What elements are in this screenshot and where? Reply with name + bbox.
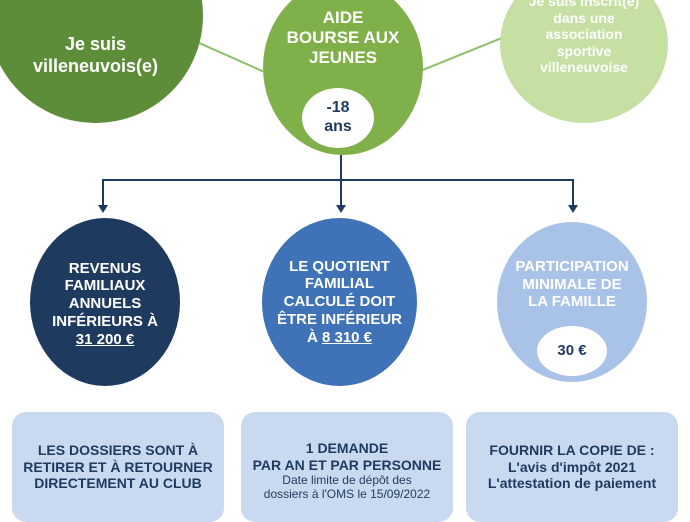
villeneuvois-circle: Je suis villeneuvois(e) (0, 0, 203, 123)
revenus-amount: 31 200 € (75, 330, 135, 348)
aide-line3: JEUNES (308, 48, 378, 68)
quotient-amount-line: À 8 310 € (307, 329, 372, 347)
association-line5: villeneuvoise (540, 59, 628, 76)
age-unit: ans (324, 118, 352, 135)
quotient-line3: CALCULÉ DOIT (283, 293, 396, 311)
demande-line1: 1 DEMANDE (305, 440, 389, 456)
revenus-circle: REVENUS FAMILIAUX ANNUELS INFÉRIEURS À 3… (30, 218, 180, 386)
aide-line2: BOURSE AUX (286, 28, 400, 48)
revenus-line4: INFÉRIEURS À (52, 312, 158, 330)
tree-branch-right (572, 179, 574, 205)
quotient-amount: 8 310 € (321, 328, 373, 346)
tree-bar (102, 179, 574, 181)
quotient-line4: ÊTRE INFÉRIEUR (276, 310, 402, 328)
fournir-line3: L'attestation de paiement (487, 475, 657, 492)
association-line4: sportive (556, 42, 612, 59)
aide-line1: AIDE (322, 8, 364, 27)
dossiers-box: LES DOSSIERS SONT À RETIRER ET À RETOURN… (12, 412, 224, 522)
fournir-line2: L'avis d'impôt 2021 (507, 458, 637, 475)
participation-amount: 30 € (557, 342, 587, 360)
participation-line1: PARTICIPATION (515, 258, 629, 275)
quotient-prefix: À (306, 328, 322, 346)
arrow-center (336, 205, 346, 213)
villeneuvois-line1: Je suis (64, 34, 127, 55)
association-line2: dans une (553, 9, 615, 26)
fournir-box: FOURNIR LA COPIE DE : L'avis d'impôt 202… (466, 412, 678, 522)
demande-line4: dossiers à l'OMS le 15/09/2022 (263, 487, 431, 502)
revenus-line3: ANNUELS (68, 295, 142, 313)
quotient-line1: LE QUOTIENT (289, 257, 390, 275)
revenus-line2: FAMILIAUX (64, 277, 146, 295)
association-line3: association (545, 26, 623, 43)
dossiers-line2: RETIRER ET À RETOURNER (23, 458, 213, 475)
participation-amount-badge: 30 € (537, 326, 607, 376)
dossiers-line3: DIRECTEMENT AU CLUB (34, 475, 202, 492)
revenus-line1: REVENUS (68, 259, 142, 277)
demande-line2: PAR AN ET PAR PERSONNE (252, 456, 442, 473)
association-circle: Je suis inscrit(e) dans une association … (500, 0, 668, 123)
quotient-line2: FAMILIAL (304, 275, 375, 293)
demande-box: 1 DEMANDE PAR AN ET PAR PERSONNE Date li… (241, 412, 453, 522)
participation-line2: MINIMALE DE (522, 275, 622, 293)
quotient-circle: LE QUOTIENT FAMILIAL CALCULÉ DOIT ÊTRE I… (262, 218, 417, 386)
age-badge: -18 ans (302, 88, 374, 148)
association-line1: Je suis inscrit(e) (528, 0, 640, 9)
villeneuvois-line2: villeneuvois(e) (32, 55, 159, 76)
tree-branch-left (102, 179, 104, 205)
arrow-left (98, 205, 108, 213)
fournir-line1: FOURNIR LA COPIE DE : (489, 442, 655, 458)
participation-line3: LA FAMILLE (528, 293, 616, 311)
dossiers-line1: LES DOSSIERS SONT À (37, 442, 199, 458)
connector-right (415, 37, 502, 74)
age-value: -18 (326, 99, 350, 117)
demande-line3: Date limite de dépôt des (282, 473, 412, 488)
arrow-right (568, 205, 578, 213)
connector-left (194, 40, 264, 73)
